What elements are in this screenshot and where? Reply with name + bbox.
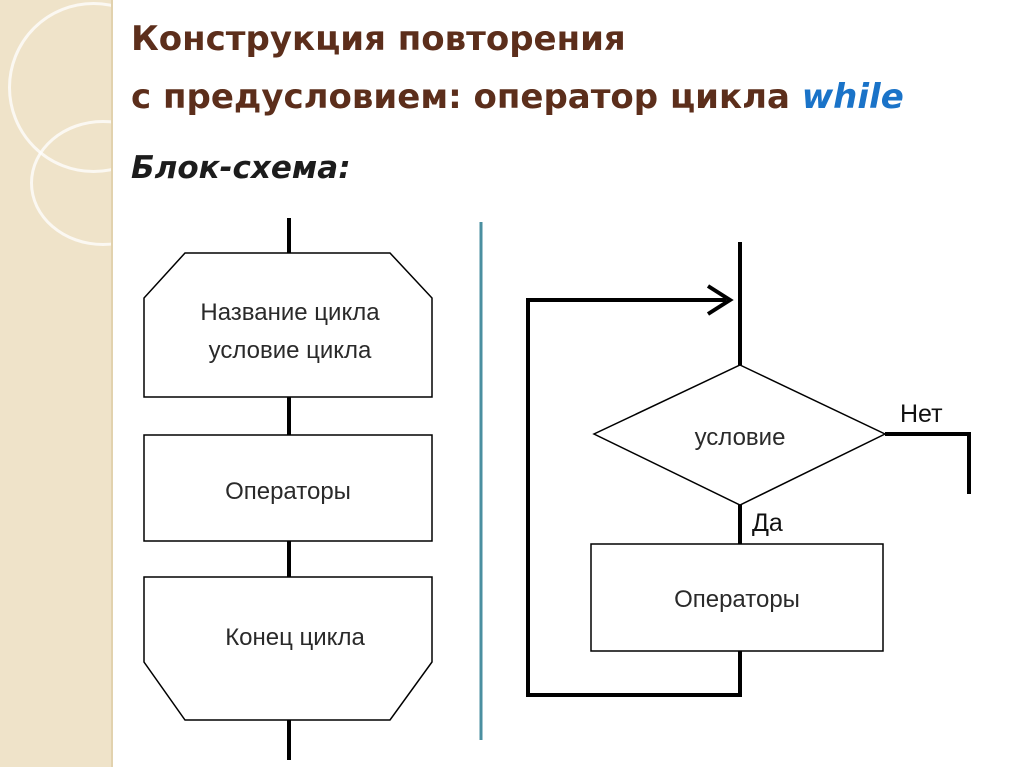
loop-condition-label: условие цикла <box>209 337 372 364</box>
loop-back-line <box>526 298 742 697</box>
title-line-1: Конструкция повторения <box>131 19 626 59</box>
operators-block <box>590 543 884 652</box>
condition-label: условие <box>695 424 786 451</box>
loop-end-label: Конец цикла <box>225 624 365 651</box>
operators-block <box>143 434 433 542</box>
slide-subtitle: Блок-схема: <box>131 150 351 186</box>
sidebar-edge <box>111 0 113 767</box>
title-line-2: с предусловием: оператор цикла <box>131 77 802 117</box>
loop-back-arrowhead <box>706 284 734 316</box>
title-keyword: while <box>801 77 904 117</box>
operators-label: Операторы <box>225 478 351 505</box>
right-flowchart <box>526 242 971 697</box>
slide-title: Конструкция повторения с предусловием: о… <box>131 10 1011 126</box>
decorative-ring <box>30 120 176 246</box>
loop-end-block <box>143 576 433 721</box>
loop-header-label: Название цикла <box>200 299 380 326</box>
decorative-sidebar <box>0 0 179 767</box>
loop-header-block <box>143 252 433 398</box>
no-branch-line <box>885 432 971 494</box>
operators-label: Операторы <box>674 586 800 613</box>
left-flowchart <box>143 218 433 760</box>
yes-label: Да <box>752 509 783 537</box>
no-label: Нет <box>900 400 943 428</box>
